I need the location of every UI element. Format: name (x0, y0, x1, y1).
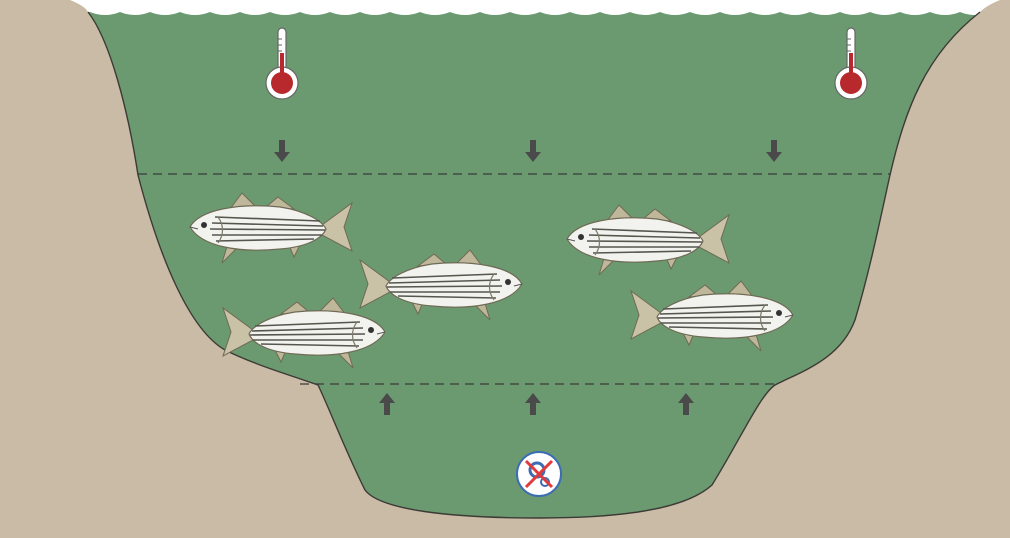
sky (0, 0, 1010, 12)
left-bank-top (0, 0, 88, 12)
no-oxygen-icon (516, 451, 562, 497)
right-bank-top (980, 0, 1010, 12)
basin-outline (87, 11, 981, 519)
